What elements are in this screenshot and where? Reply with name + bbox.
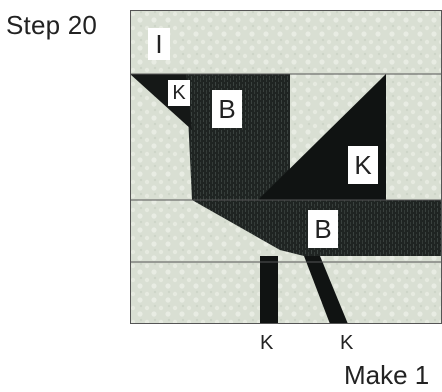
label-corner: K	[168, 80, 190, 106]
bird-leg-right	[304, 256, 348, 324]
make-count-text: Make 1	[344, 360, 430, 390]
label-wing: K	[348, 146, 378, 184]
label-body-upper: B	[212, 90, 242, 128]
bottom-label-right: K	[340, 332, 354, 354]
bird-leg-left	[260, 256, 278, 324]
label-top-left: I	[148, 28, 170, 60]
quilt-block: I K B K B	[130, 10, 442, 324]
quilt-block-drawing	[130, 10, 442, 324]
step-title: Step 20	[6, 10, 98, 40]
label-body-lower: B	[308, 210, 338, 248]
bottom-label-left: K	[260, 332, 274, 354]
